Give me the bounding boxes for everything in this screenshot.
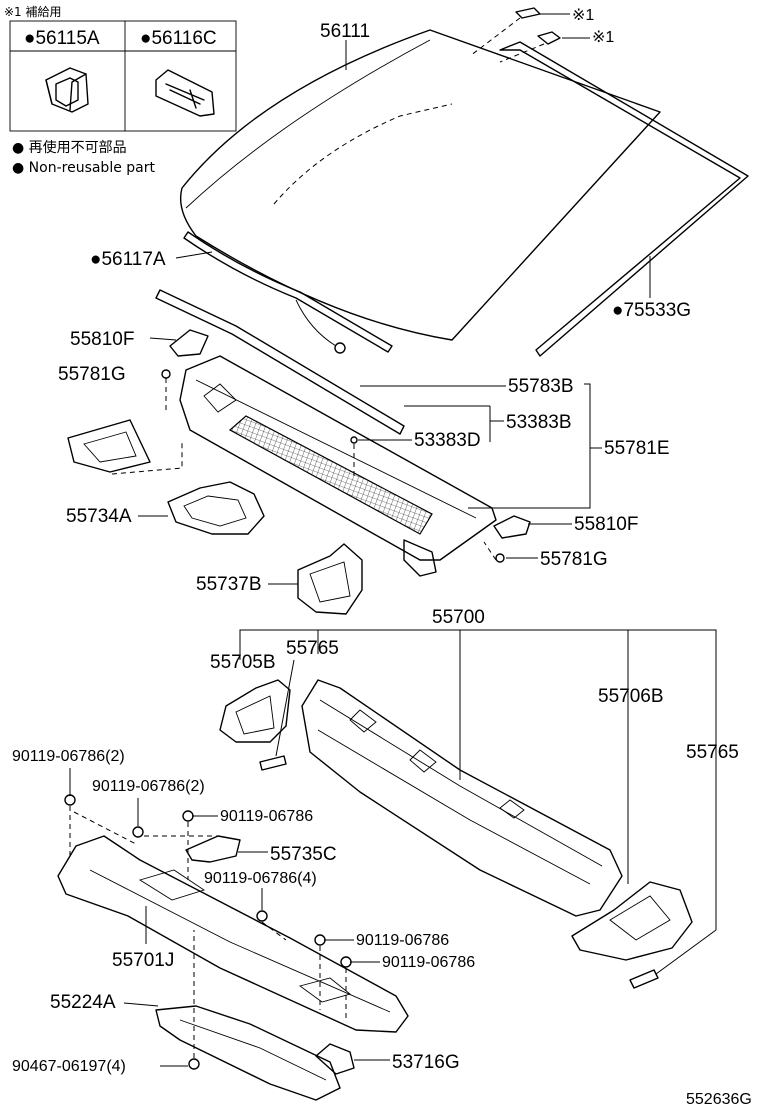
- supply-parts-box: [9, 20, 237, 132]
- nonreusable-note-en: ● Non-reusable part: [12, 160, 155, 176]
- label-55701J: 55701J: [112, 950, 174, 971]
- strip-55765-right: [629, 929, 717, 989]
- label-55706B: 55706B: [598, 686, 664, 707]
- label-56117A: ●56117A: [90, 249, 166, 270]
- bolt-mid: [132, 826, 144, 838]
- bracket-55737B: [297, 543, 363, 615]
- label-90467: 90467-06197(4): [12, 1058, 126, 1075]
- panel-55224A: [155, 1005, 341, 1101]
- label-55810F-top: 55810F: [70, 329, 134, 350]
- bolt-upper: [144, 810, 220, 880]
- label-56115A: ●56115A: [24, 28, 100, 49]
- label-53383B: 53383B: [506, 412, 572, 433]
- clip-56116C-drawing: [155, 69, 215, 117]
- bracket-55705B: [219, 679, 291, 743]
- label-90119-2b: 90119-06786(2): [92, 778, 205, 795]
- clip-55781G-top: [161, 369, 171, 410]
- cowl-side-panel: [67, 419, 183, 475]
- lower-cowl-panel: [57, 835, 409, 1033]
- label-ref1-a: ※1: [572, 7, 594, 24]
- supply-note: ※1 補給用: [4, 5, 62, 19]
- weatherstrip-55783B: [155, 289, 405, 435]
- label-90119-2a: 90119-06786(2): [12, 748, 125, 765]
- label-ref1-b: ※1: [592, 29, 614, 46]
- label-75533G: ●75533G: [612, 300, 691, 321]
- bolt-right-a: [314, 934, 326, 1010]
- clip-56115A-drawing: [45, 67, 89, 113]
- label-55224A: 55224A: [50, 992, 116, 1013]
- label-53383D: 53383D: [414, 430, 481, 451]
- bracket-55735C: [185, 835, 241, 863]
- label-90119-c: 90119-06786: [382, 954, 475, 971]
- label-55734A: 55734A: [66, 506, 132, 527]
- seal-55734A: [167, 481, 265, 535]
- bolt-lower: [256, 910, 287, 941]
- seal-55810F-right: [493, 515, 531, 539]
- seal-55810F-top: [169, 329, 209, 357]
- label-55781G-right: 55781G: [540, 549, 608, 570]
- bracket-55706B: [571, 881, 693, 961]
- windshield-glass: [179, 29, 661, 354]
- clip-55781G-right: [483, 541, 505, 563]
- label-55705B: 55705B: [210, 652, 276, 673]
- label-55735C: 55735C: [270, 844, 337, 865]
- label-55781E: 55781E: [604, 438, 670, 459]
- molding-75533G: [499, 41, 749, 357]
- label-55781G-top: 55781G: [58, 364, 126, 385]
- label-53716G: 53716G: [392, 1052, 460, 1073]
- figure-number: 552636G: [686, 1091, 752, 1108]
- label-56116C: ●56116C: [140, 28, 217, 49]
- label-55783B: 55783B: [508, 376, 574, 397]
- label-55737B: 55737B: [196, 574, 262, 595]
- cowl-louver: [179, 355, 497, 577]
- bolt-right-b: [340, 956, 352, 1020]
- nonreusable-note-jp: ● 再使用不可部品: [12, 139, 127, 156]
- bolt-left: [64, 794, 137, 860]
- label-90119-4: 90119-06786(4): [204, 870, 317, 887]
- label-55765-right: 55765: [686, 742, 739, 763]
- legend: ※1 補給用 ●56115A ●56116C ● 再使用不可部品 ● Non-r…: [4, 5, 237, 176]
- label-90119-b: 90119-06786: [356, 932, 449, 949]
- dam-56117A: [183, 231, 393, 353]
- label-55810F-right: 55810F: [574, 514, 638, 535]
- cowl-top-panel: [301, 679, 623, 917]
- label-55765-top: 55765: [286, 638, 339, 659]
- label-55700: 55700: [432, 607, 485, 628]
- glass-clips: [469, 7, 561, 63]
- label-56111: 56111: [320, 21, 370, 42]
- bracket-53716G: [315, 1043, 355, 1075]
- label-90119-a: 90119-06786: [220, 808, 313, 825]
- clip-90467: [188, 930, 200, 1070]
- strip-55765-top: [259, 659, 295, 771]
